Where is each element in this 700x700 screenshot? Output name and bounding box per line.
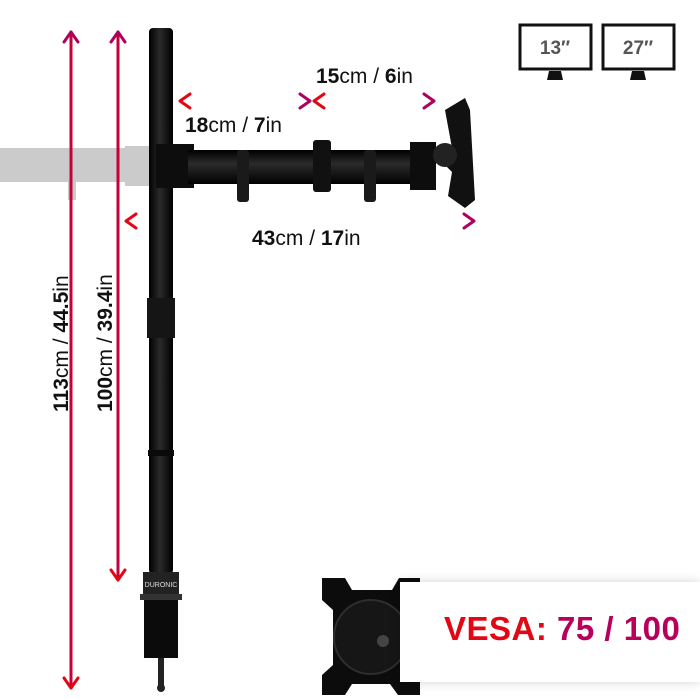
arrow-arm-inner — [178, 92, 312, 110]
svg-text:13″: 13″ — [540, 38, 570, 59]
ghost-arm-rotation — [0, 146, 150, 200]
arrow-pole-height — [109, 30, 127, 582]
pole — [147, 28, 175, 574]
vesa-label: VESA: 75 / 100 — [444, 610, 681, 647]
arrow-arm-outer — [312, 92, 436, 110]
brand-logo: DURONIC — [145, 582, 178, 589]
label-pole-height: 100cm / 39.4in — [94, 274, 117, 412]
arrow-total-height — [62, 30, 80, 690]
monitor-icon-large: 27″ — [601, 23, 676, 80]
label-total-height: 113cm / 44.5in — [50, 275, 73, 412]
monitor-icon-small: 13″ — [518, 23, 593, 80]
vesa-panel — [400, 582, 700, 682]
label-arm-outer: 15cm / 6in — [316, 65, 413, 88]
label-reach: 43cm / 17in — [252, 227, 361, 250]
dimension-arrows — [62, 30, 476, 690]
vesa-plate — [322, 578, 420, 695]
arrow-reach — [124, 212, 476, 230]
label-arm-inner: 18cm / 7in — [185, 114, 282, 137]
desk-clamp: DURONIC — [140, 572, 182, 692]
svg-text:27″: 27″ — [623, 38, 653, 59]
monitor-arm — [156, 98, 475, 208]
